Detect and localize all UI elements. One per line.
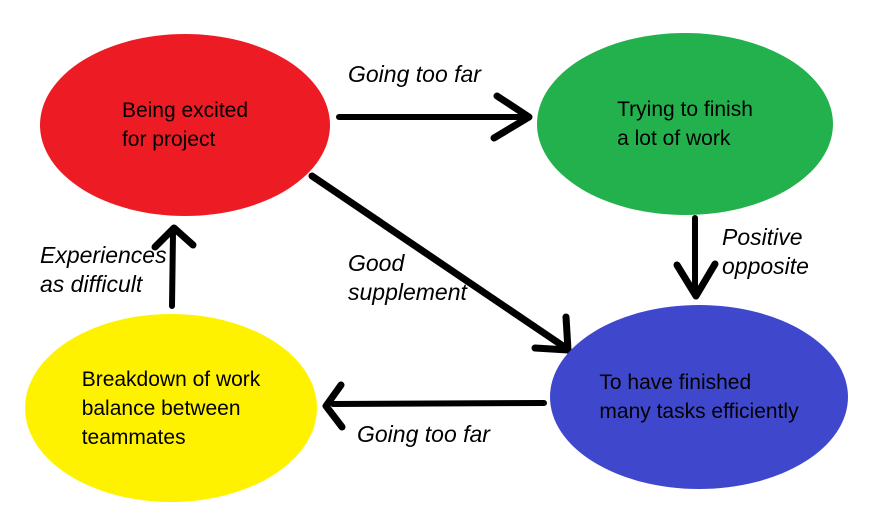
edge-label-good-supplement: Good supplement — [348, 249, 467, 307]
node-being-excited-label: Being excited for project — [122, 96, 248, 154]
node-being-excited: Being excited for project — [40, 34, 330, 216]
edge-label-experiences-as-difficult: Experiences as difficult — [40, 241, 167, 299]
node-label-line: Being excited — [121, 99, 249, 122]
edge-label-going-too-far-top: Going too far — [348, 60, 481, 89]
edge-label-line: Good — [348, 250, 405, 276]
node-label-line: Trying to finish — [617, 98, 753, 121]
node-label-line: many tasks efficiently — [599, 400, 799, 423]
node-trying-to-finish: Trying to finish a lot of work — [537, 33, 833, 215]
node-work-breakdown: Breakdown of work balance between teamma… — [25, 314, 317, 502]
node-label-line: for project — [121, 128, 216, 151]
edge-label-line: Going too far — [348, 61, 481, 87]
node-label-line: To have finished — [599, 371, 752, 394]
node-label-line: balance between — [81, 396, 241, 420]
node-work-breakdown-label: Breakdown of work balance between teamma… — [82, 365, 261, 452]
edge-label-going-too-far-bottom: Going too far — [357, 420, 490, 449]
arrow-trying-to-finished — [673, 215, 719, 300]
edge-label-line: Experiences — [40, 242, 167, 268]
node-finished-tasks: To have finished many tasks efficiently — [550, 305, 848, 489]
edge-label-line: opposite — [722, 253, 809, 279]
edge-label-positive-opposite: Positive opposite — [722, 223, 809, 281]
edge-label-line: Going too far — [357, 421, 490, 447]
edge-label-line: as difficult — [40, 271, 143, 297]
node-finished-tasks-label: To have finished many tasks efficiently — [599, 368, 798, 426]
node-label-line: a lot of work — [617, 127, 731, 150]
node-trying-to-finish-label: Trying to finish a lot of work — [617, 95, 753, 153]
node-label-line: Breakdown of work — [81, 367, 261, 391]
edge-label-line: supplement — [348, 279, 467, 305]
arrow-excited-to-trying — [336, 92, 533, 142]
edge-label-line: Positive — [722, 224, 803, 250]
node-label-line: teammates — [81, 425, 186, 449]
